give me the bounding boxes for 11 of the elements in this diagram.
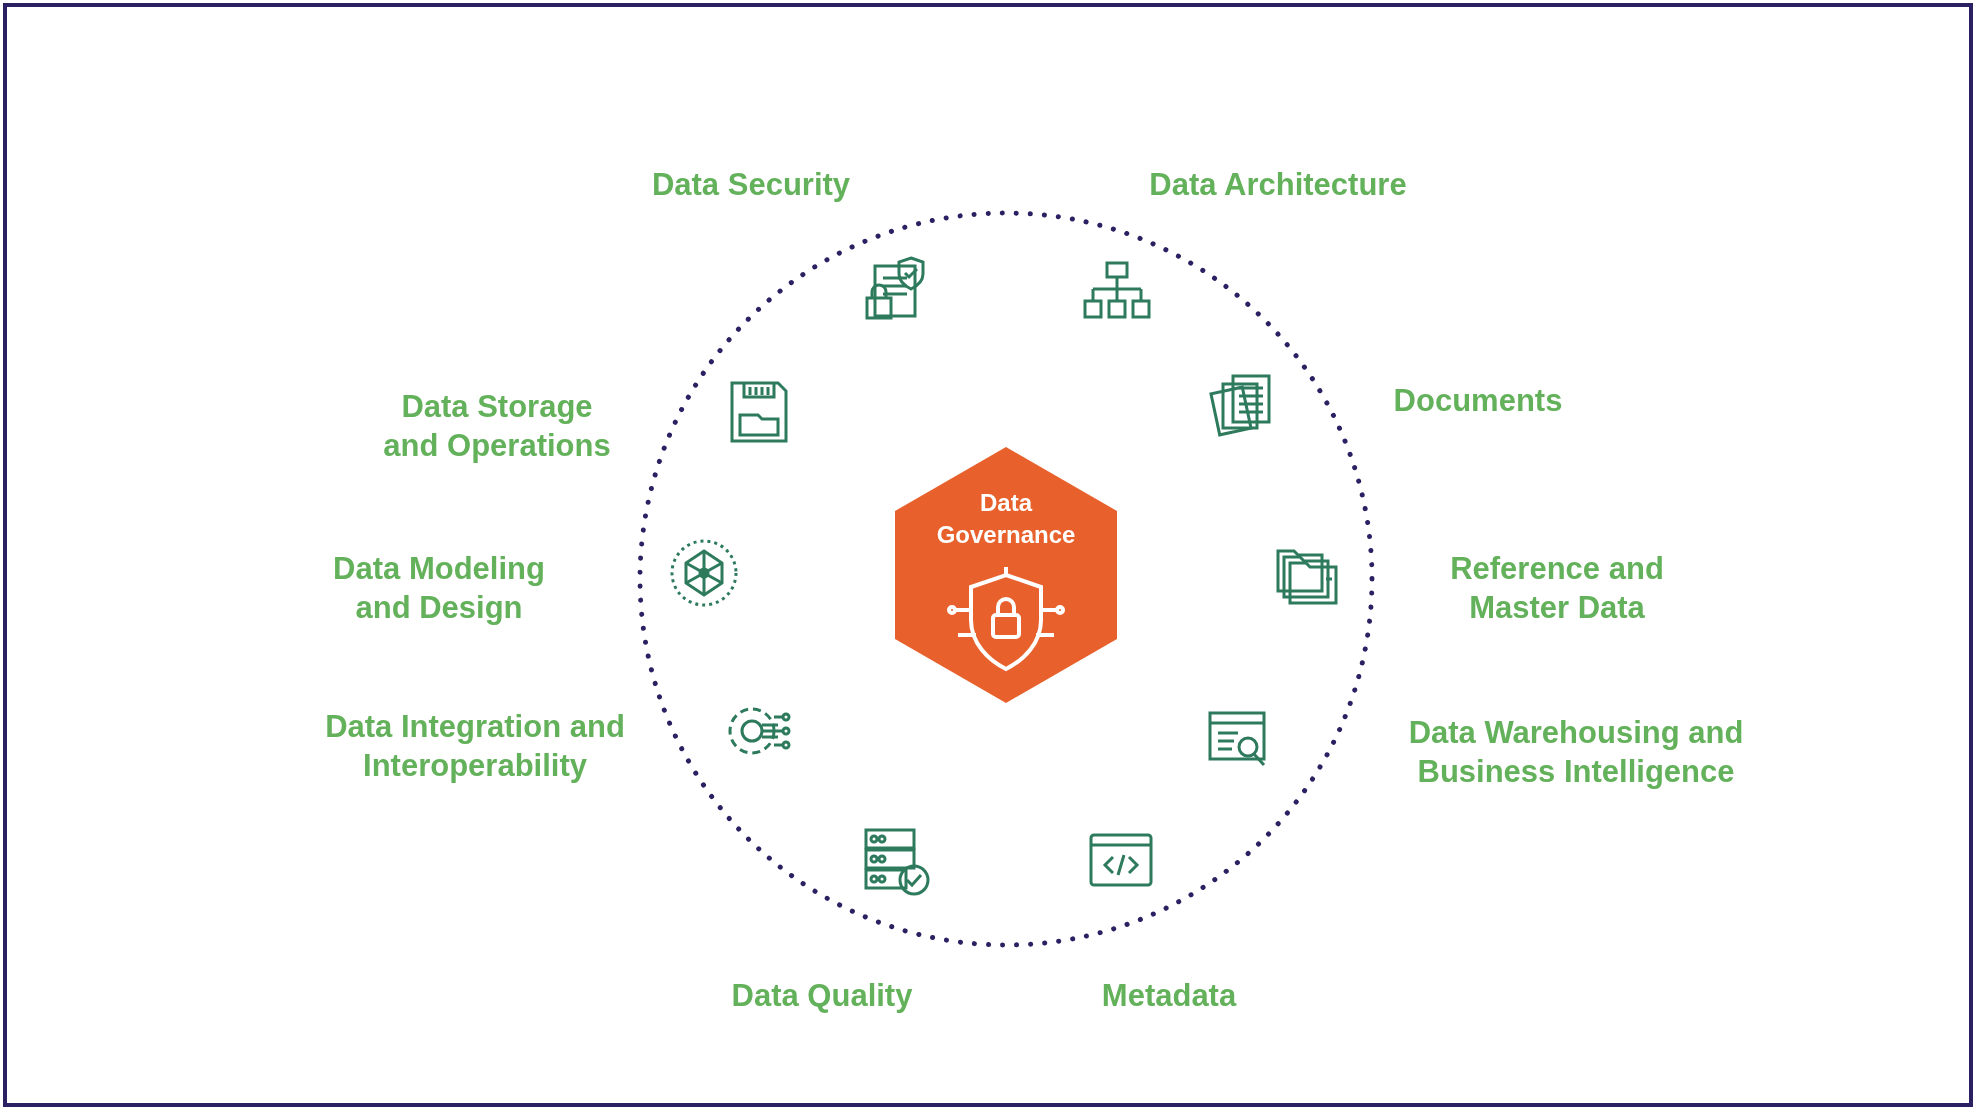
node-title: Data Governance [935, 488, 1077, 550]
area-label: Data Architecture [1148, 165, 1408, 204]
area-label: Data Modeling and Design [332, 550, 546, 627]
area-label: Reference and Master Data [1449, 550, 1665, 627]
area-label: Documents [1392, 381, 1564, 420]
area-label: Data Warehousing and Business Intelligence [1407, 714, 1745, 791]
area-label: Metadata [1100, 976, 1238, 1015]
area-label: Data Quality [730, 976, 914, 1015]
area-label: Data Integration and Interoperability [324, 708, 626, 785]
area-label: Data Storage and Operations [382, 388, 612, 465]
area-label: Data Security [650, 165, 852, 204]
